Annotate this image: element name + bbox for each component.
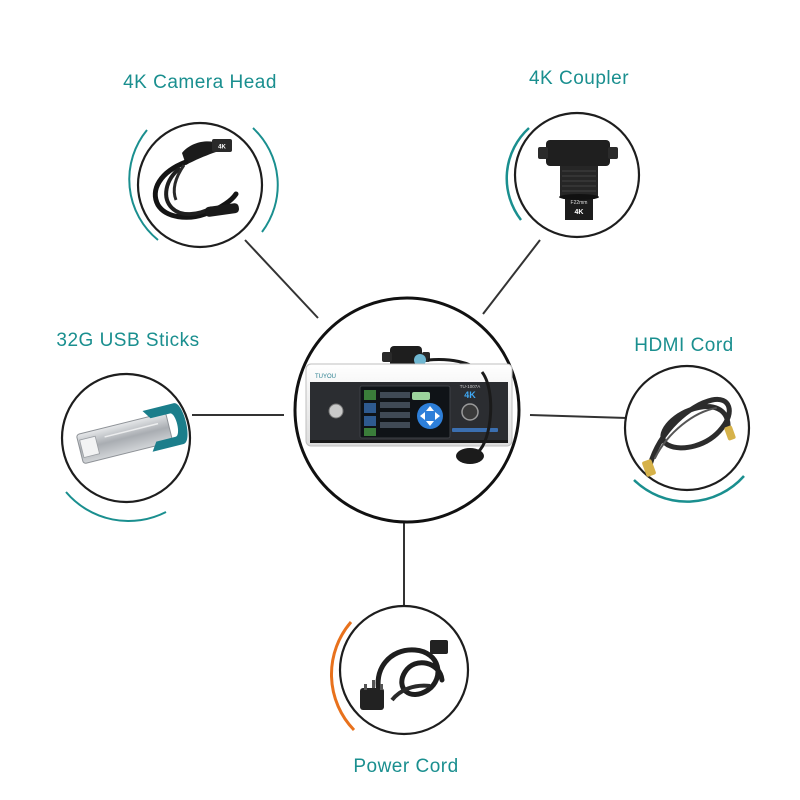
host-4k-badge: 4K [464, 390, 476, 400]
camera-head-badge: 4K [218, 145, 226, 151]
camera-head-arc-left [128, 129, 159, 241]
host-screen-ui [364, 390, 443, 436]
camera-head-arc-right [252, 127, 279, 233]
power-image [360, 640, 448, 710]
host-power-knob-icon [328, 403, 344, 419]
power-arc-left [330, 621, 356, 732]
host-camera-lens-icon [414, 354, 426, 366]
hdmi-node [623, 364, 751, 503]
connector-hdmi [529, 414, 628, 419]
label-power-cord: Power Cord [353, 756, 459, 777]
label-coupler: 4K Coupler [528, 68, 630, 89]
usb-node [60, 372, 192, 523]
hdmi-image [642, 396, 736, 477]
coupler-node: F22mm 4K [505, 111, 641, 239]
connector-camera-head [244, 239, 319, 319]
host-image [305, 346, 513, 464]
coupler-badge: 4K [575, 209, 584, 216]
host-main-knob-icon [461, 403, 479, 421]
label-camera-head: 4K Camera Head [123, 72, 277, 93]
host-node: TUYOU TU-1007A 4K [293, 296, 521, 524]
label-hdmi-cord: HDMI Cord [634, 335, 734, 356]
coupler-arc-left [505, 127, 530, 221]
coupler-image [538, 140, 618, 220]
connector-lines [192, 239, 628, 606]
camera-head-image [152, 139, 240, 220]
power-node [330, 604, 470, 736]
usb-arc-bottom [65, 491, 167, 523]
host-brand-mark: TUYOU [315, 374, 336, 380]
connector-coupler [482, 239, 541, 315]
coupler-model-mark: F22mm [571, 200, 588, 206]
host-model-mark: TU-1007A [460, 384, 481, 389]
hdmi-arc-bottom [633, 475, 745, 503]
host-dpad-icon [417, 403, 443, 429]
camera-head-node: 4K [128, 121, 279, 249]
usb-image [76, 403, 188, 464]
label-usb-sticks: 32G USB Sticks [56, 330, 200, 351]
